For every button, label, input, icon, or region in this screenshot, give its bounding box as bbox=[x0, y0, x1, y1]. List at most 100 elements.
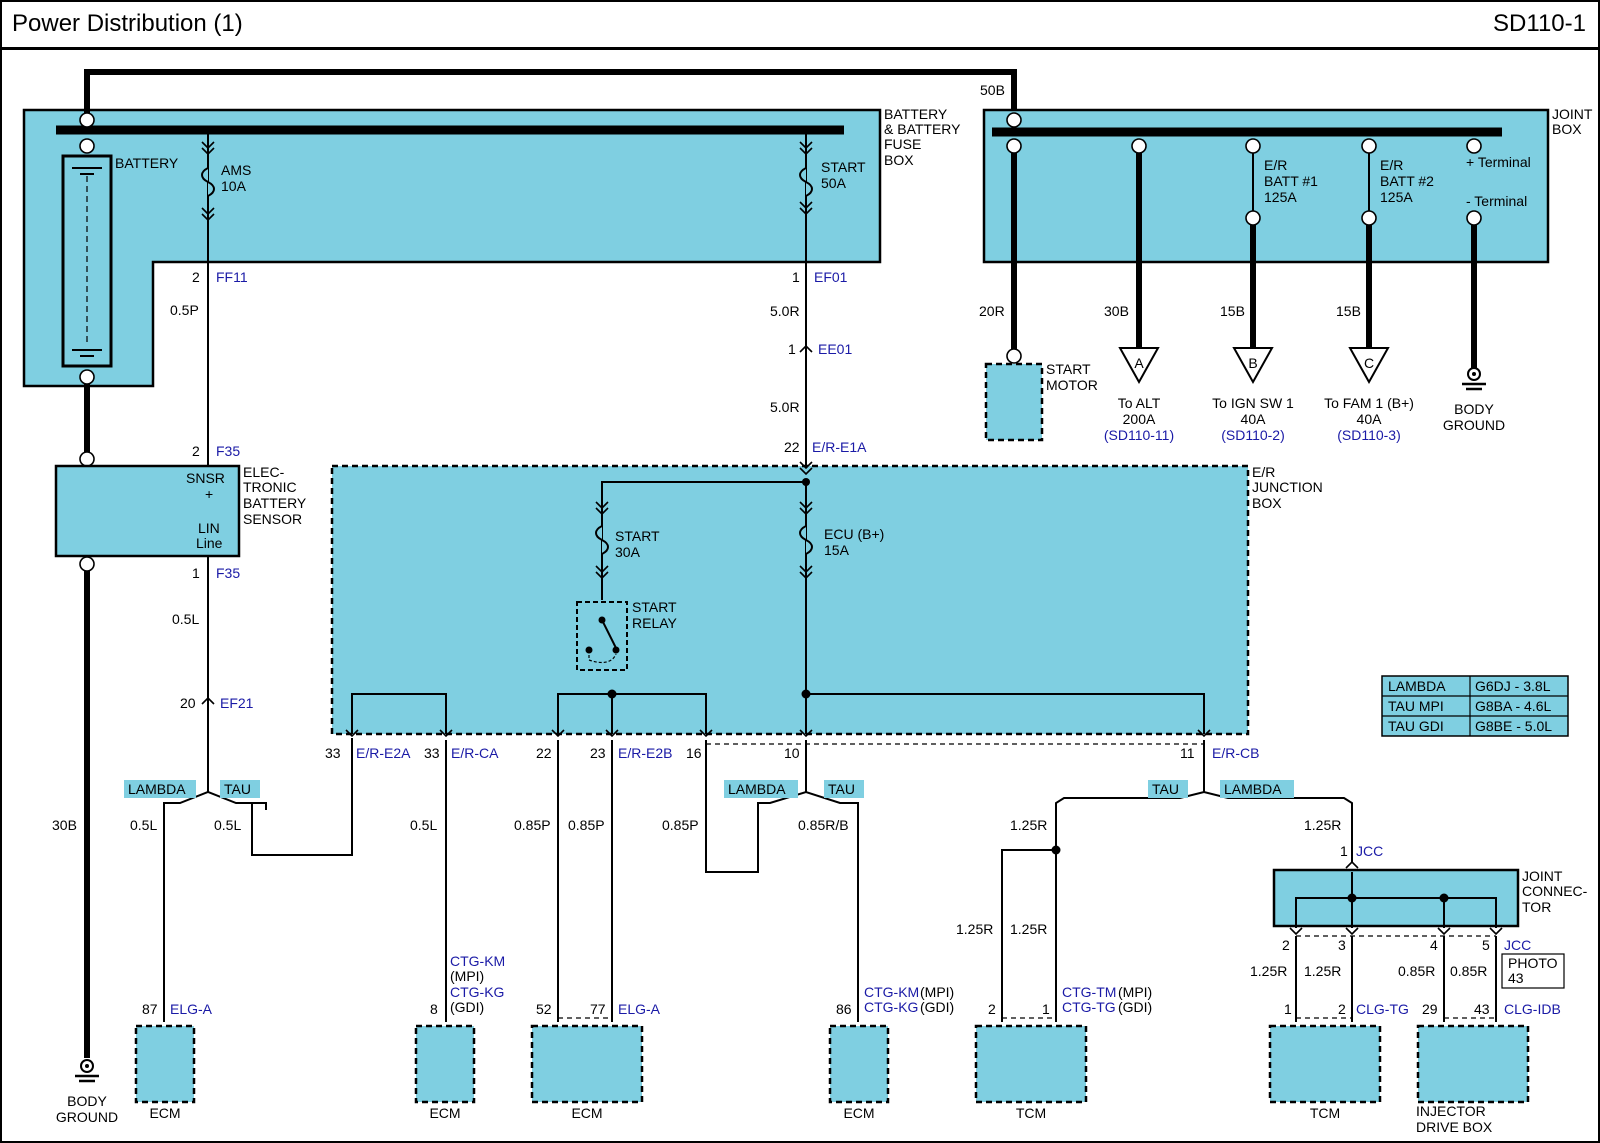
conn-er-e1a[interactable]: E/R-E1A bbox=[812, 439, 867, 455]
dest-c-ref[interactable]: (SD110-3) bbox=[1337, 427, 1401, 443]
page-title: Power Distribution (1) bbox=[12, 10, 243, 37]
pin-23-e2b: 23 bbox=[590, 745, 606, 761]
conn-ff11[interactable]: FF11 bbox=[216, 269, 248, 285]
conn-ctg-km-1[interactable]: CTG-KM bbox=[450, 953, 505, 969]
conn-ctg-tg[interactable]: CTG-TG bbox=[1062, 999, 1116, 1015]
legend-r2-name: TAU MPI bbox=[1388, 698, 1444, 714]
pin-2-f35: 2 bbox=[192, 443, 200, 459]
fuse-ecu-rating: 15A bbox=[824, 542, 850, 558]
conn-jcc-top[interactable]: JCC bbox=[1356, 843, 1383, 859]
sensor-lin: LIN bbox=[198, 520, 220, 536]
batt1-l2: BATT #1 bbox=[1264, 173, 1318, 189]
ecm-1: ECM bbox=[134, 1024, 196, 1121]
dest-a-letter: A bbox=[1134, 355, 1144, 371]
pin-1-ef01: 1 bbox=[792, 269, 800, 285]
wire-125r-c: 1.25R bbox=[1010, 921, 1047, 937]
conn-er-cb[interactable]: E/R-CB bbox=[1212, 745, 1259, 761]
conn-f35-top[interactable]: F35 bbox=[216, 443, 240, 459]
conn-ctg-tm[interactable]: CTG-TM bbox=[1062, 984, 1116, 1000]
start-motor-l2: MOTOR bbox=[1046, 377, 1098, 393]
minus-terminal: - Terminal bbox=[1466, 193, 1527, 209]
conn-er-ca[interactable]: E/R-CA bbox=[451, 745, 499, 761]
erjb-label-3: BOX bbox=[1252, 495, 1282, 511]
conn-elg-a-1[interactable]: ELG-A bbox=[170, 1001, 213, 1017]
conn-er-e2a[interactable]: E/R-E2A bbox=[356, 745, 411, 761]
sensor-label-2: TRONIC bbox=[243, 479, 297, 495]
start-relay-box bbox=[576, 601, 628, 671]
dest-a-to: To ALT bbox=[1118, 395, 1161, 411]
wire-50b: 50B bbox=[980, 82, 1005, 98]
conn-clg-idb[interactable]: CLG-IDB bbox=[1504, 1001, 1561, 1017]
conn-ctg-kg-1[interactable]: CTG-KG bbox=[450, 984, 504, 1000]
pin-4-jcc: 4 bbox=[1430, 937, 1438, 953]
tag-mpi-2: (MPI) bbox=[920, 984, 954, 1000]
pin-33-e2a: 33 bbox=[325, 745, 341, 761]
conn-ee01[interactable]: EE01 bbox=[818, 341, 852, 357]
conn-jcc-bottom[interactable]: JCC bbox=[1504, 937, 1531, 953]
pin-1-jcc: 1 bbox=[1340, 843, 1348, 859]
dest-a-ref[interactable]: (SD110-11) bbox=[1104, 427, 1174, 443]
body-ground-2-l1: BODY bbox=[67, 1093, 107, 1109]
fuse-start30-name: START bbox=[615, 528, 660, 544]
tcm-1: TCM bbox=[974, 1024, 1088, 1121]
conn-ef21[interactable]: EF21 bbox=[220, 695, 254, 711]
tag-gdi-1: (GDI) bbox=[450, 999, 484, 1015]
wire-125r-e: 1.25R bbox=[1250, 963, 1287, 979]
wire-50r-b: 5.0R bbox=[770, 399, 800, 415]
injector-drive-box: INJECTOR DRIVE BOX bbox=[1416, 1024, 1530, 1135]
ground-icon bbox=[1462, 367, 1486, 391]
sensor-label-4: SENSOR bbox=[243, 511, 302, 527]
dest-b-ref[interactable]: (SD110-2) bbox=[1221, 427, 1285, 443]
batt2-l1: E/R bbox=[1380, 157, 1403, 173]
pin-86: 86 bbox=[836, 1001, 852, 1017]
jc-label-3: TOR bbox=[1522, 899, 1551, 915]
conn-f35-bottom[interactable]: F35 bbox=[216, 565, 240, 581]
plus-terminal: + Terminal bbox=[1466, 154, 1531, 170]
wire-05l-c: 0.5L bbox=[214, 817, 241, 833]
pin-11-cb: 11 bbox=[1180, 745, 1195, 761]
legend-r3-engine: G8BE - 5.0L bbox=[1475, 718, 1552, 734]
conn-elg-a-2[interactable]: ELG-A bbox=[618, 1001, 661, 1017]
fuse-start30-rating: 30A bbox=[615, 544, 641, 560]
jb-label-2: BOX bbox=[1552, 121, 1582, 137]
tag-mpi-3: (MPI) bbox=[1118, 984, 1152, 1000]
conn-ctg-km-2[interactable]: CTG-KM bbox=[864, 984, 919, 1000]
photo-number: 43 bbox=[1508, 970, 1524, 986]
wire-20r: 20R bbox=[979, 303, 1005, 319]
batt1-l3: 125A bbox=[1264, 189, 1297, 205]
dest-c-letter: C bbox=[1364, 355, 1374, 371]
conn-ef01[interactable]: EF01 bbox=[814, 269, 848, 285]
legend-r1-engine: G6DJ - 3.8L bbox=[1475, 678, 1551, 694]
dest-c-amp: 40A bbox=[1357, 411, 1383, 427]
fuse-ecu-name: ECU (B+) bbox=[824, 526, 884, 542]
ecm-4-label: ECM bbox=[843, 1105, 874, 1121]
ecm-2: ECM bbox=[414, 1024, 476, 1121]
ecm-3-label: ECM bbox=[571, 1105, 602, 1121]
conn-er-e2b[interactable]: E/R-E2B bbox=[618, 745, 672, 761]
header-bar: Power Distribution (1) SD110-1 bbox=[0, 0, 1600, 50]
bfb-label-4: BOX bbox=[884, 152, 914, 168]
fuse-start50-name: START bbox=[821, 159, 866, 175]
sensor-label-3: BATTERY bbox=[243, 495, 307, 511]
conn-ctg-kg-2[interactable]: CTG-KG bbox=[864, 999, 918, 1015]
body-ground-1-l2: GROUND bbox=[1443, 417, 1505, 433]
tag-lambda-1: LAMBDA bbox=[128, 781, 186, 797]
battery-sensor: SNSR + LIN Line ELEC- TRONIC BATTERY SEN… bbox=[54, 464, 307, 558]
wire-125r-f: 1.25R bbox=[1304, 963, 1341, 979]
body-ground-1-l1: BODY bbox=[1454, 401, 1494, 417]
pin-2-ff11: 2 bbox=[192, 269, 200, 285]
conn-clg-tg[interactable]: CLG-TG bbox=[1356, 1001, 1409, 1017]
engine-legend: LAMBDA G6DJ - 3.8L TAU MPI G8BA - 4.6L T… bbox=[1381, 675, 1569, 737]
pin-1-f35: 1 bbox=[192, 565, 200, 581]
pin-16-e2b: 16 bbox=[686, 745, 702, 761]
tag-lambda-2: LAMBDA bbox=[728, 781, 786, 797]
pin-52: 52 bbox=[536, 1001, 552, 1017]
wire-05l-d: 0.5L bbox=[410, 817, 437, 833]
sensor-label-1: ELEC- bbox=[243, 464, 285, 480]
wire-05l-b: 0.5L bbox=[130, 817, 157, 833]
bfb-label-2: & BATTERY bbox=[884, 121, 961, 137]
injector-label-1: INJECTOR bbox=[1416, 1103, 1486, 1119]
wire-125r-d: 1.25R bbox=[1304, 817, 1341, 833]
erjb-label-2: JUNCTION bbox=[1252, 479, 1323, 495]
tag-gdi-3: (GDI) bbox=[1118, 999, 1152, 1015]
